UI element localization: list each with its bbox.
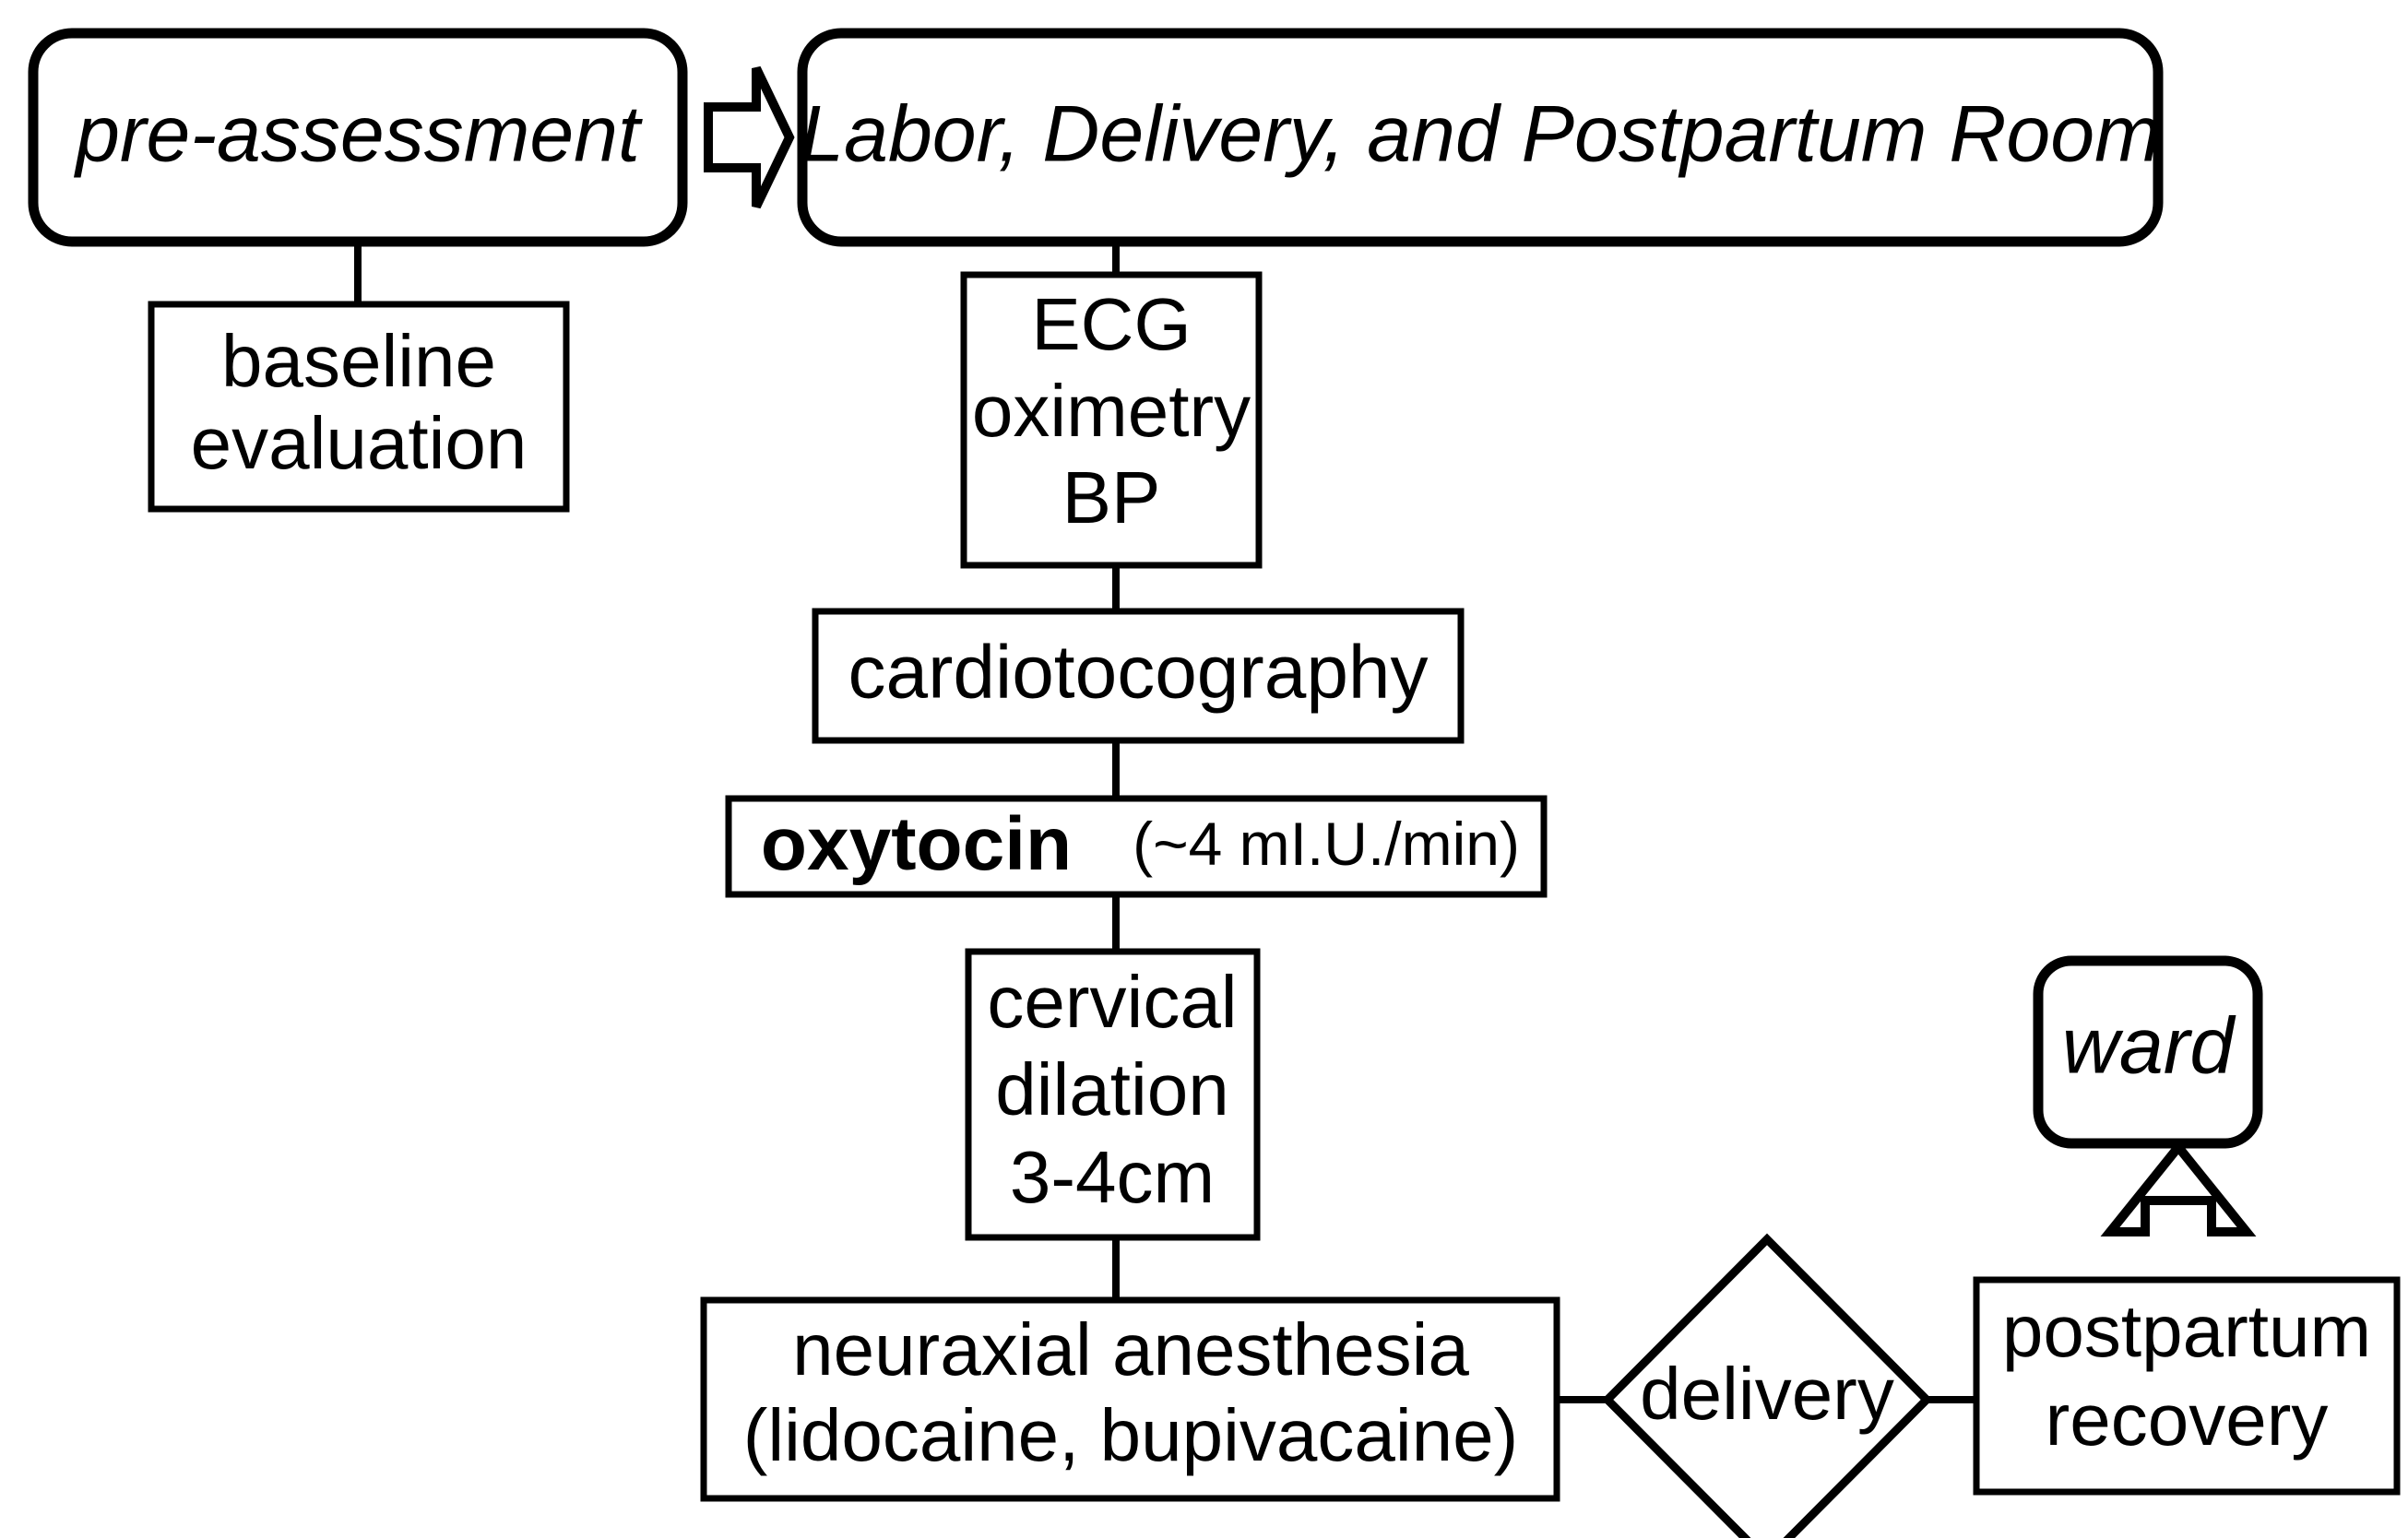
cervical-dilation-box bbox=[965, 948, 1261, 1241]
node-neuraxial-anesthesia[interactable]: neuraxial anesthesia (lidocaine, bupivac… bbox=[700, 1296, 1560, 1502]
baseline-evaluation-line1: baseline bbox=[221, 320, 496, 402]
node-cardiotocography[interactable]: cardiotocography bbox=[812, 608, 1465, 744]
monitoring-line1: ECG bbox=[1031, 283, 1191, 365]
node-postpartum-recovery[interactable]: postpartum recovery bbox=[1973, 1276, 2401, 1496]
monitoring-box bbox=[960, 271, 1263, 569]
ward-box bbox=[2033, 955, 2263, 1149]
node-labor-delivery-postpartum-room[interactable]: Labor, Delivery, and Postpartum Room bbox=[797, 28, 2164, 247]
pre-assessment-label: pre-assessment bbox=[73, 90, 643, 179]
pre-assessment-box bbox=[28, 28, 688, 247]
cervical-dilation-line1: cervical bbox=[987, 961, 1237, 1043]
neuraxial-anesthesia-line2: (lidocaine, bupivacaine) bbox=[743, 1394, 1519, 1476]
node-pre-assessment[interactable]: pre-assessment bbox=[28, 28, 688, 247]
ward-label: ward bbox=[2062, 1002, 2237, 1091]
labor-room-label: Labor, Delivery, and Postpartum Room bbox=[800, 90, 2160, 179]
baseline-evaluation-box bbox=[148, 301, 570, 513]
node-monitoring[interactable]: ECG oximetry BP bbox=[960, 271, 1263, 569]
oxytocin-label-bold: oxytocin bbox=[761, 802, 1072, 886]
discharge-arrow-icon bbox=[2100, 1140, 2257, 1236]
postpartum-recovery-box bbox=[1973, 1276, 2401, 1496]
node-baseline-evaluation[interactable]: baseline evaluation bbox=[148, 301, 570, 513]
block-arrow-right-shape bbox=[704, 65, 795, 209]
oxytocin-text-group: oxytocin (~4 mI.U./min) bbox=[724, 802, 1548, 886]
neuraxial-anesthesia-box bbox=[700, 1296, 1560, 1502]
block-arrow-up-shape bbox=[2100, 1140, 2257, 1236]
cardiotocography-box bbox=[812, 608, 1465, 744]
node-oxytocin[interactable]: oxytocin (~4 mI.U./min) bbox=[724, 795, 1548, 898]
cervical-dilation-line3: 3-4cm bbox=[1010, 1136, 1215, 1218]
oxytocin-box bbox=[725, 795, 1548, 898]
cardiotocography-label: cardiotocography bbox=[848, 631, 1428, 715]
monitoring-line2: oximetry bbox=[972, 370, 1251, 452]
node-ward[interactable]: ward bbox=[2033, 955, 2263, 1149]
node-delivery[interactable]: delivery bbox=[1601, 1233, 1933, 1538]
node-cervical-dilation[interactable]: cervical dilation 3-4cm bbox=[965, 948, 1261, 1241]
transfer-arrow-icon bbox=[704, 65, 795, 209]
cervical-dilation-line2: dilation bbox=[995, 1048, 1229, 1130]
monitoring-line3: BP bbox=[1062, 456, 1161, 538]
neuraxial-anesthesia-line1: neuraxial anesthesia bbox=[792, 1308, 1469, 1390]
postpartum-recovery-line2: recovery bbox=[2046, 1378, 2329, 1461]
delivery-label: delivery bbox=[1640, 1353, 1894, 1435]
postpartum-recovery-line1: postpartum bbox=[2002, 1290, 2371, 1372]
delivery-diamond bbox=[1601, 1233, 1933, 1538]
labor-room-box bbox=[797, 28, 2164, 247]
oxytocin-dose: (~4 mI.U./min) bbox=[1133, 810, 1520, 878]
baseline-evaluation-line2: evaluation bbox=[191, 402, 528, 484]
